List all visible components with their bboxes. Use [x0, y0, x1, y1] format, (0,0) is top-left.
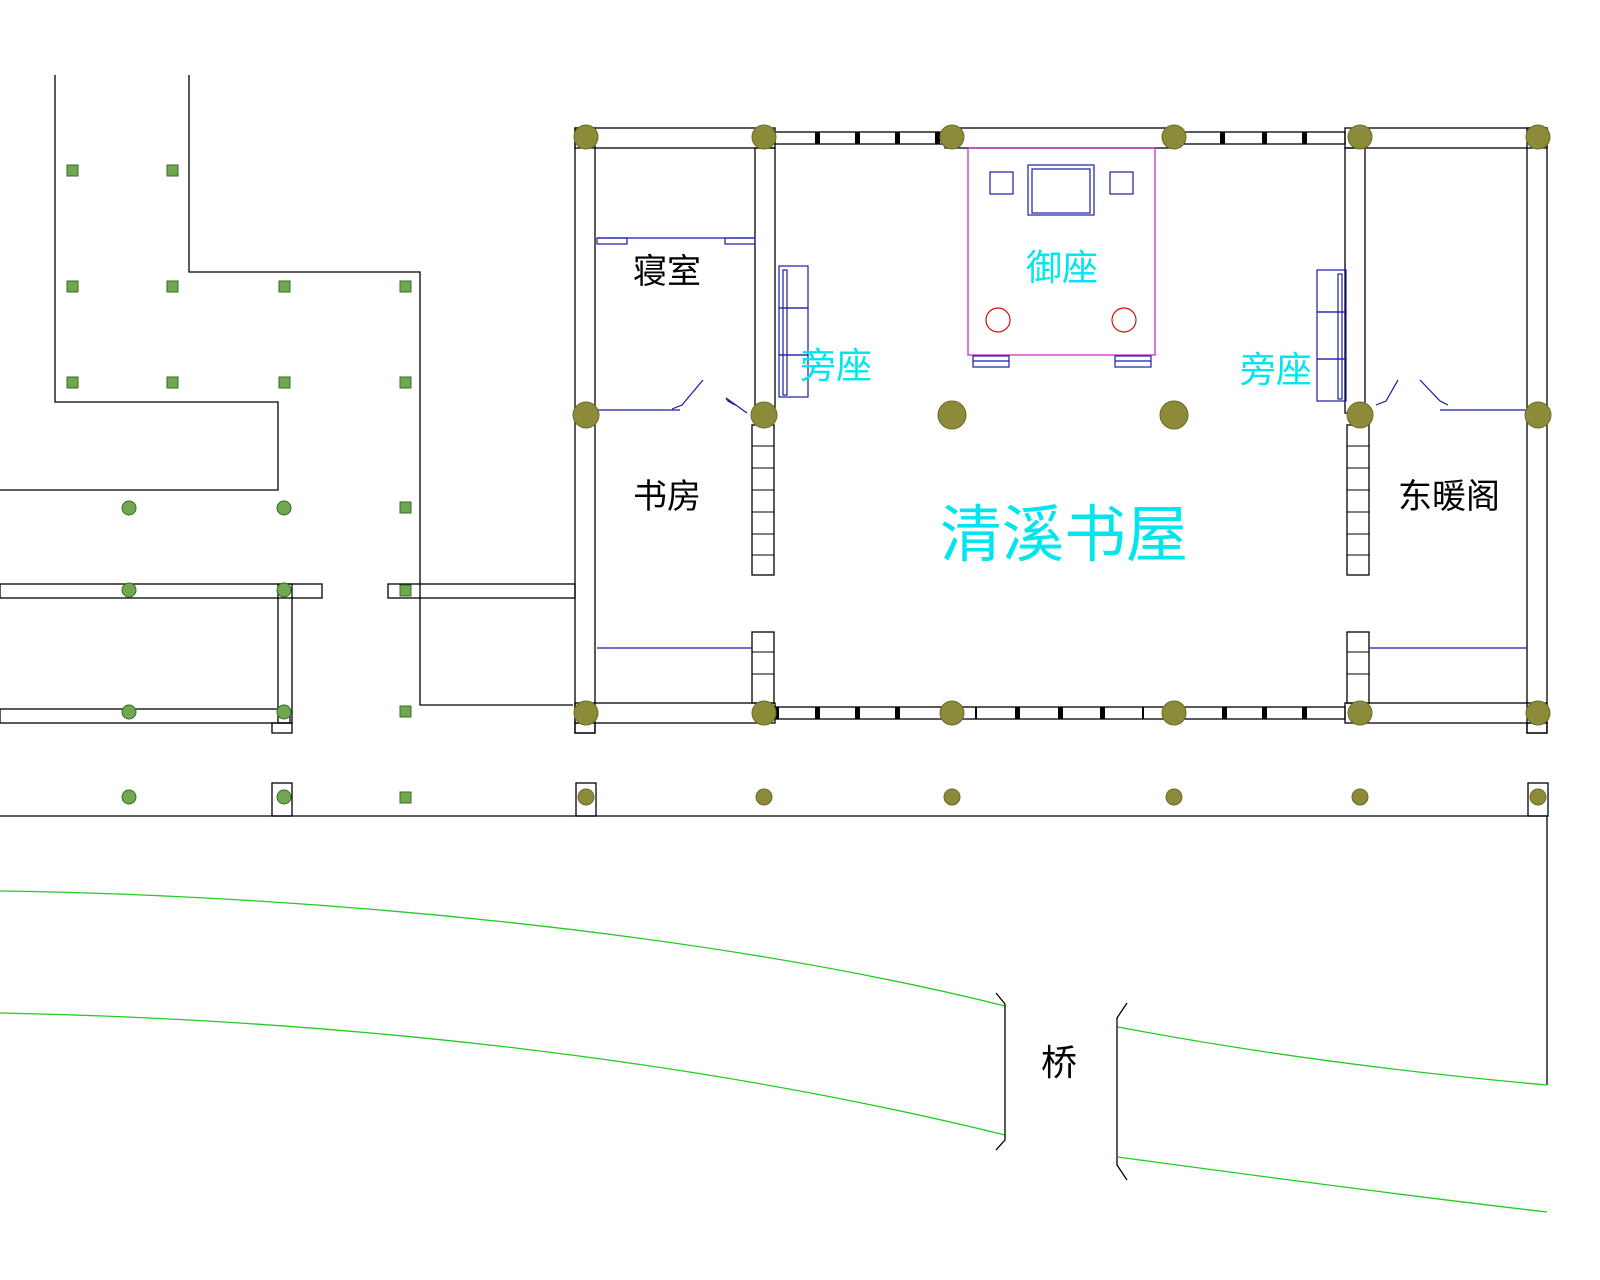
side-seat-right-label: 旁座: [1240, 350, 1312, 391]
corridor-walls: [0, 75, 576, 734]
bridge-outline: [995, 992, 1128, 1181]
main-hall-title: 清溪书屋: [940, 498, 1188, 571]
study-label: 书房: [633, 477, 701, 517]
corridor-square-columns: [66, 164, 412, 804]
throne-stools: [985, 307, 1137, 333]
east-warm-pavilion-label: 东暖阁: [1398, 477, 1500, 517]
terrace-outline: [0, 782, 1549, 1085]
window-mullions: [775, 132, 1307, 719]
hall-furniture: [596, 164, 1527, 649]
corridor-round-columns: [121, 500, 292, 805]
throne-platform: [967, 147, 1156, 356]
hall-walls: [574, 127, 1548, 734]
window-lattice: [774, 131, 1346, 720]
side-seat-left-label: 旁座: [800, 346, 872, 387]
bridge-label: 桥: [1041, 1043, 1077, 1084]
bedroom-label: 寝室: [633, 252, 701, 292]
throne-label: 御座: [1026, 248, 1098, 289]
terrace-columns: [577, 788, 1547, 806]
stream-banks: [0, 890, 1548, 1213]
hall-columns: [572, 124, 1552, 726]
lattice-screens: [752, 445, 1369, 675]
